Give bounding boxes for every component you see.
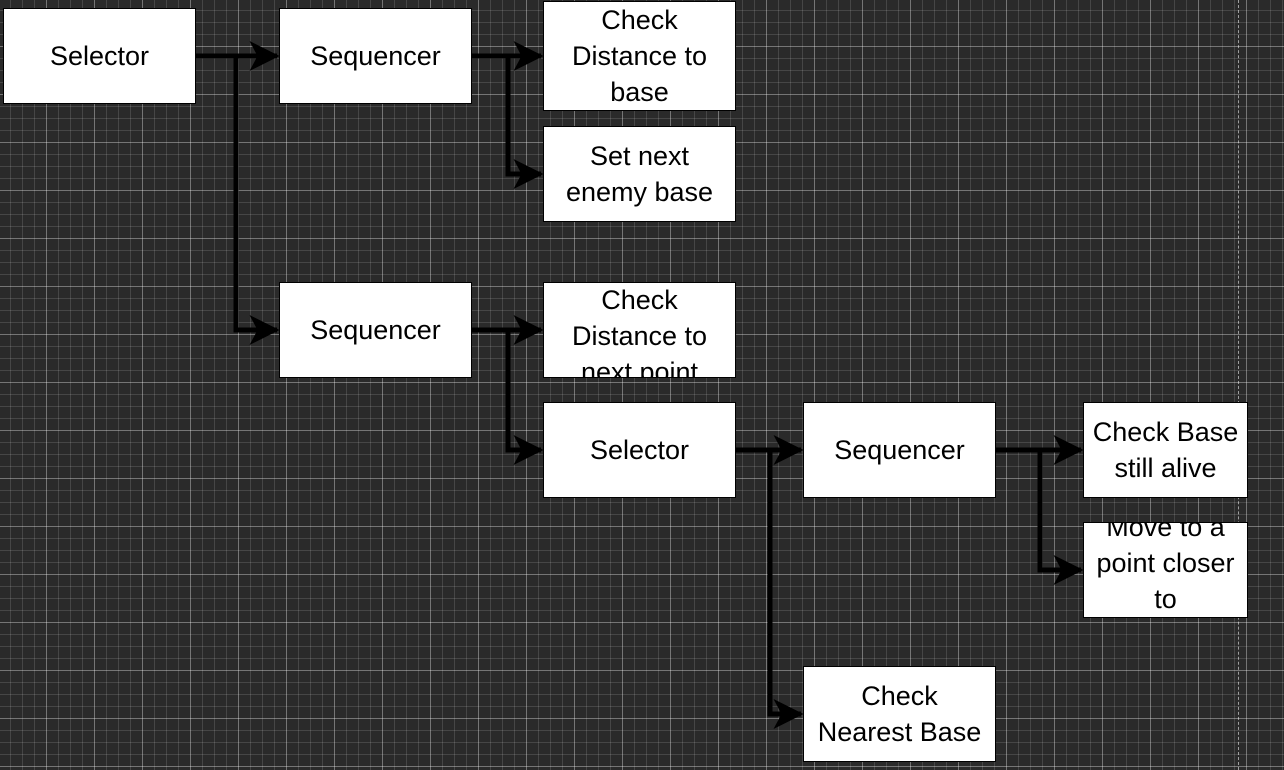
root-selector-node[interactable]: Selector [3, 8, 196, 104]
check-distance-to-base-node[interactable]: Check Distance to base [543, 1, 736, 111]
sequencer-upper-label: Sequencer [310, 41, 441, 71]
sequencer-lower-node[interactable]: Sequencer [279, 282, 472, 378]
edge-inner-selector-to-check-nearest-base [767, 450, 804, 729]
check-distance-to-next-point-node[interactable]: Check Distance to next point [543, 282, 736, 378]
check-distance-to-base-label: Check Distance to base [571, 5, 708, 107]
edge-sequencer-lower-to-inner-selector [505, 330, 544, 465]
set-next-enemy-base-label: Set next enemy base [565, 141, 714, 207]
edge-inner-sequencer-to-move-closer [1037, 450, 1084, 585]
edge-sequencer-upper-to-set-next-enemy-base [505, 56, 544, 189]
inner-selector-label: Selector [589, 435, 690, 465]
page-boundary-guide [1238, 0, 1239, 770]
check-nearest-base-label: Check Nearest Base [817, 681, 982, 747]
edge-root-selector-to-sequencer-lower [233, 56, 280, 345]
inner-selector-node[interactable]: Selector [543, 402, 736, 498]
check-base-still-alive-node[interactable]: Check Base still alive [1083, 402, 1248, 498]
sequencer-upper-node[interactable]: Sequencer [279, 8, 472, 104]
check-base-still-alive-label: Check Base still alive [1092, 417, 1239, 483]
inner-sequencer-node[interactable]: Sequencer [803, 402, 996, 498]
sequencer-lower-label: Sequencer [310, 315, 441, 345]
set-next-enemy-base-node[interactable]: Set next enemy base [543, 126, 736, 222]
move-closer-to-base-node[interactable]: Move to a point closer to the base [1083, 522, 1248, 618]
move-closer-to-base-label: Move to a point closer to the base [1096, 522, 1235, 614]
check-distance-to-next-point-label: Check Distance to next point [571, 285, 708, 378]
root-selector-label: Selector [49, 41, 150, 71]
inner-sequencer-label: Sequencer [834, 435, 965, 465]
check-nearest-base-node[interactable]: Check Nearest Base [803, 666, 996, 762]
